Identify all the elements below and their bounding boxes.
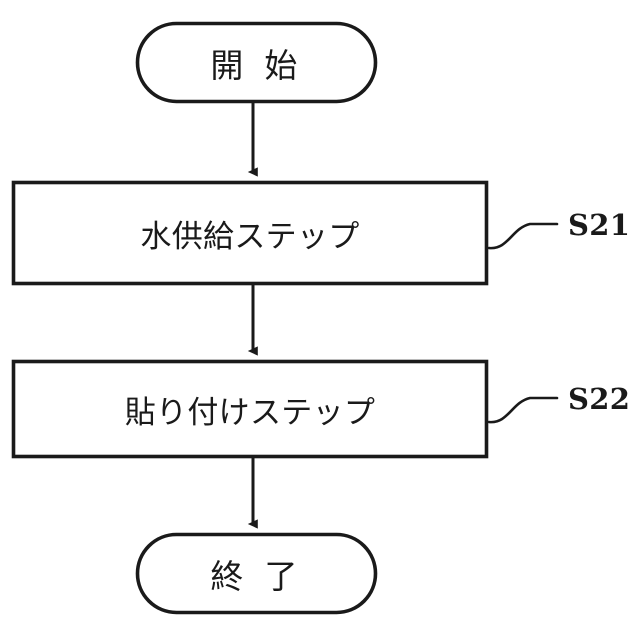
start-node-shape (135, 21, 378, 104)
leader-line-s21 (487, 222, 559, 250)
leader-line-s22 (487, 396, 559, 424)
reference-label-s21: S21 (568, 208, 631, 242)
end-node-shape (135, 532, 378, 615)
reference-label-s22: S22 (568, 382, 631, 416)
step-s22-shape (11, 359, 489, 459)
step-s21-shape (11, 180, 489, 286)
